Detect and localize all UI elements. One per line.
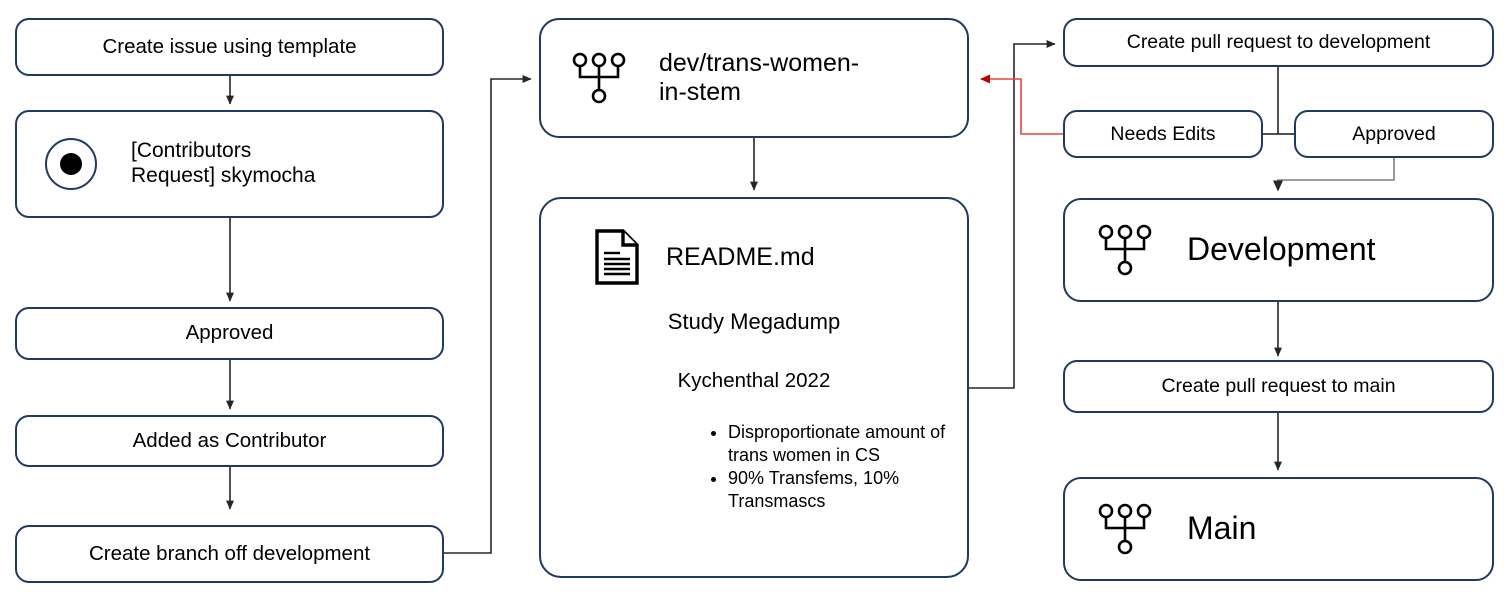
readme-citation: Kychenthal 2022 (677, 369, 831, 392)
node-approved-right[interactable]: Approved (1294, 110, 1494, 158)
node-approved-right-label: Approved (1352, 122, 1436, 145)
node-create-pull-request-to-main[interactable]: Create pull request to main (1063, 360, 1494, 413)
node-create-pull-request-to-main-label: Create pull request to main (1161, 375, 1396, 397)
node-create-issue-label: Create issue using template (102, 34, 357, 58)
node-main[interactable]: Main (1063, 477, 1494, 581)
node-development-label: Development (1187, 231, 1376, 268)
node-create-pull-request-to-development[interactable]: Create pull request to development (1063, 18, 1494, 67)
list-item: Disproportionate amount of trans women i… (728, 421, 968, 466)
node-create-issue[interactable]: Create issue using template (15, 18, 444, 76)
node-dev-branch[interactable]: dev/trans-women- in-stem (539, 18, 969, 138)
readme-bullet-list: Disproportionate amount of trans women i… (708, 421, 968, 514)
list-item: 90% Transfems, 10% Transmascs (728, 467, 968, 512)
edge-needs-edits-to-dev-red (980, 74, 1063, 135)
readme-filename: README.md (666, 242, 815, 271)
git-branch-icon (1098, 224, 1152, 276)
node-contributors-request[interactable]: [Contributors Request] skymocha (15, 110, 444, 218)
node-create-branch-off-development-label: Create branch off development (88, 541, 371, 565)
node-development[interactable]: Development (1063, 198, 1494, 302)
git-branch-icon (1098, 503, 1152, 555)
git-branch-icon (572, 52, 626, 104)
document-icon (595, 229, 639, 285)
edge-readme-to-create-pr-dev (969, 40, 1056, 389)
readme-header: README.md (594, 229, 815, 285)
node-readme[interactable]: README.md Study Megadump Kychenthal 2022… (539, 197, 969, 578)
node-main-label: Main (1187, 510, 1257, 547)
node-needs-edits[interactable]: Needs Edits (1063, 110, 1263, 158)
node-approved-left-label: Approved (185, 321, 274, 345)
node-create-branch-off-development[interactable]: Create branch off development (15, 525, 444, 583)
node-added-as-contributor[interactable]: Added as Contributor (15, 415, 444, 467)
node-approved-left[interactable]: Approved (15, 307, 444, 360)
edge-approved-right-to-development (1273, 158, 1395, 192)
node-added-as-contributor-label: Added as Contributor (132, 428, 327, 452)
node-contributors-request-label: [Contributors Request] skymocha (131, 139, 316, 187)
initial-state-icon (45, 138, 97, 190)
node-needs-edits-label: Needs Edits (1110, 122, 1216, 145)
edge-create-branch-to-dev (444, 75, 532, 554)
node-dev-branch-label: dev/trans-women- in-stem (659, 48, 860, 107)
node-create-pull-request-to-development-label: Create pull request to development (1126, 31, 1431, 53)
readme-subtitle: Study Megadump (667, 309, 841, 334)
